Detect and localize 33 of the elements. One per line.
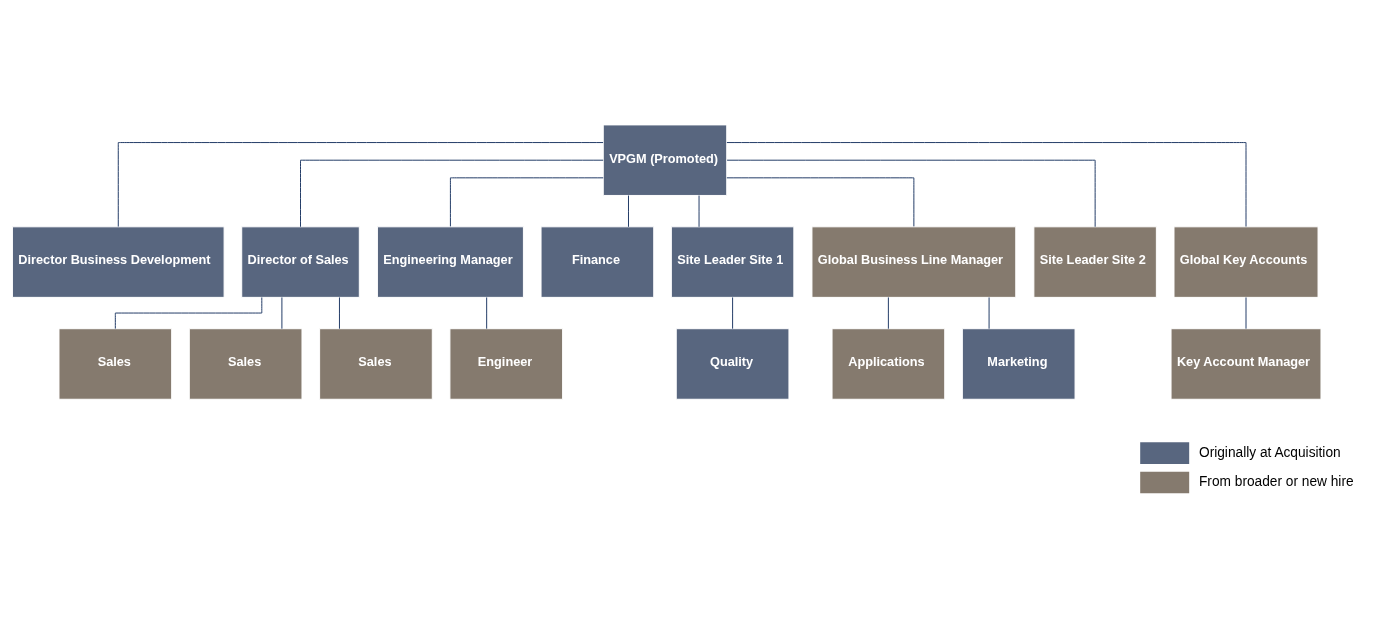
connector xyxy=(726,177,915,227)
node-box: Site Leader Site 1 xyxy=(670,226,795,298)
connector xyxy=(698,195,700,228)
legend-label: From broader or new hire xyxy=(1198,474,1354,490)
node-box: Engineering Manager xyxy=(376,226,524,298)
node-box: Applications xyxy=(831,328,946,400)
connector xyxy=(486,296,488,330)
node-box: Director of Sales xyxy=(241,226,360,298)
node-box: Sales xyxy=(58,328,173,400)
connector xyxy=(887,296,889,330)
connector xyxy=(628,195,629,228)
legend-label: Originally at Acquisition xyxy=(1198,444,1341,460)
node-box: Site Leader Site 2 xyxy=(1033,226,1157,298)
connector xyxy=(338,296,340,330)
node-box: Sales xyxy=(188,328,303,400)
node-box: Global Business Line Manager xyxy=(811,226,1017,298)
connector xyxy=(726,142,1247,228)
connector xyxy=(281,296,283,330)
connector xyxy=(726,159,1096,228)
node-box: Global Key Accounts xyxy=(1173,226,1319,298)
node-box: Quality xyxy=(675,328,790,400)
node-box: Engineer xyxy=(449,328,564,400)
node-box: Director Business Development xyxy=(11,226,225,298)
connector xyxy=(117,142,604,228)
connector xyxy=(732,296,734,330)
connector xyxy=(300,159,604,228)
node-box: Marketing xyxy=(961,328,1076,400)
node-box: VPGM (Promoted) xyxy=(602,124,728,196)
node-box: Key Account Manager xyxy=(1170,328,1322,400)
connector xyxy=(988,296,990,330)
node-box: Finance xyxy=(540,226,655,298)
node-box: Sales xyxy=(319,328,433,400)
connector xyxy=(449,177,604,227)
